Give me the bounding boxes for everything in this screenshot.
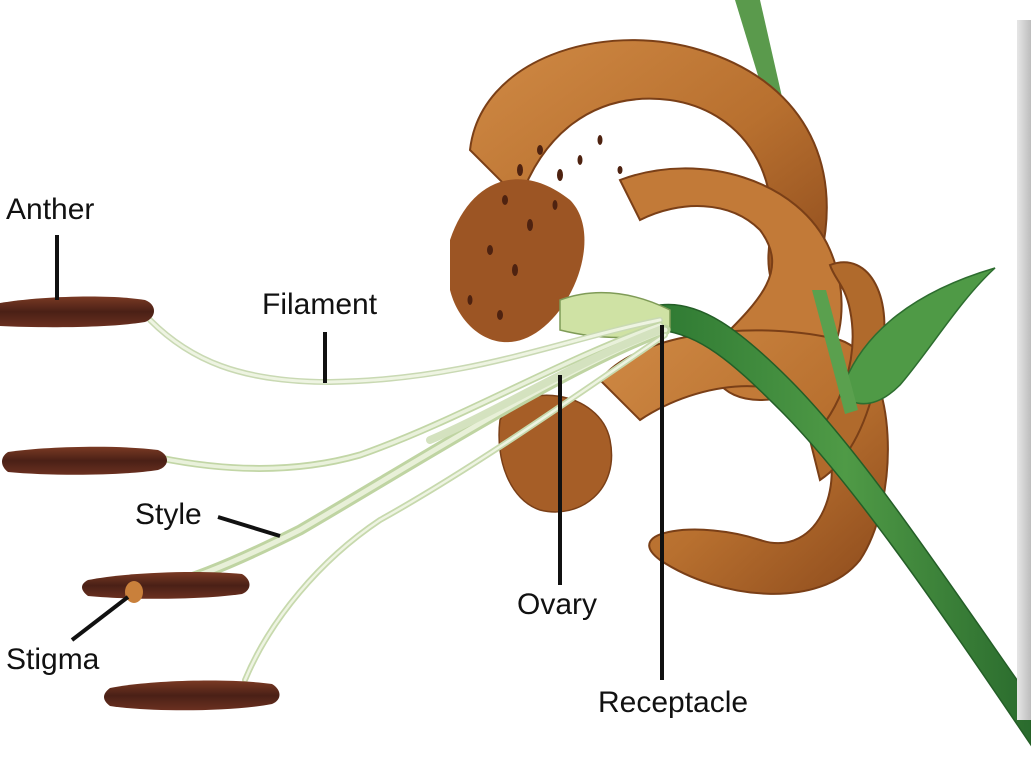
petal-spots	[467, 135, 623, 320]
main-stem	[659, 303, 1031, 747]
filament-label: Filament	[262, 288, 378, 321]
petal-bottom-curl	[498, 394, 613, 513]
filament-1-hi	[148, 318, 662, 384]
receptacle-label: Receptacle	[598, 686, 749, 719]
filament-4	[426, 326, 664, 444]
leaf-stalk	[812, 290, 858, 414]
leaf	[839, 267, 996, 405]
anther-label: Anther	[6, 193, 95, 226]
petals	[450, 39, 889, 595]
style-leader	[217, 515, 281, 538]
petal-inner-dark	[450, 179, 585, 343]
style-label: Style	[135, 498, 202, 531]
anther-3	[82, 572, 250, 599]
right-edge-bar	[1017, 20, 1031, 720]
ovary-label: Ovary	[517, 588, 598, 621]
leader-lines	[55, 235, 664, 680]
filament-3	[242, 332, 668, 683]
anther-2	[2, 446, 167, 475]
anther-1	[0, 296, 155, 328]
anther-4	[104, 680, 280, 711]
stigma-tip	[125, 581, 143, 603]
stigma-leader	[70, 595, 130, 642]
filament-2-hi	[158, 323, 662, 471]
stigma-label: Stigma	[6, 643, 100, 676]
filament-3-hi	[243, 333, 667, 682]
anthers	[0, 296, 280, 711]
